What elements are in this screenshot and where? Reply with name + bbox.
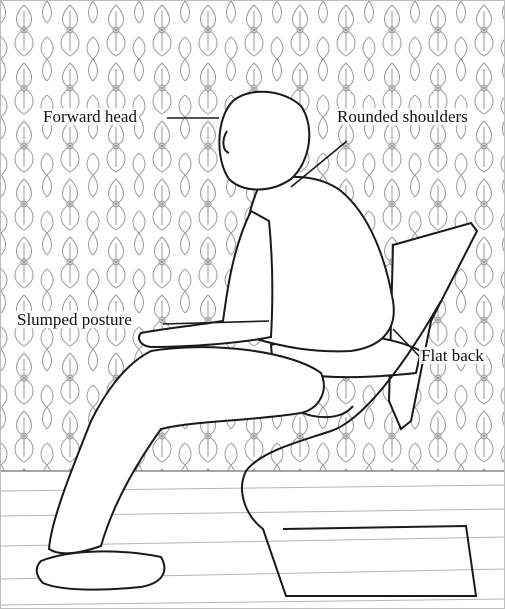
label-forward-head: Forward head — [41, 108, 139, 125]
label-rounded-shoulders: Rounded shoulders — [335, 108, 470, 125]
label-slumped-posture: Slumped posture — [15, 311, 134, 328]
label-flat-back: Flat back — [419, 347, 486, 364]
person-head — [219, 92, 309, 190]
person-shoe — [37, 551, 165, 589]
